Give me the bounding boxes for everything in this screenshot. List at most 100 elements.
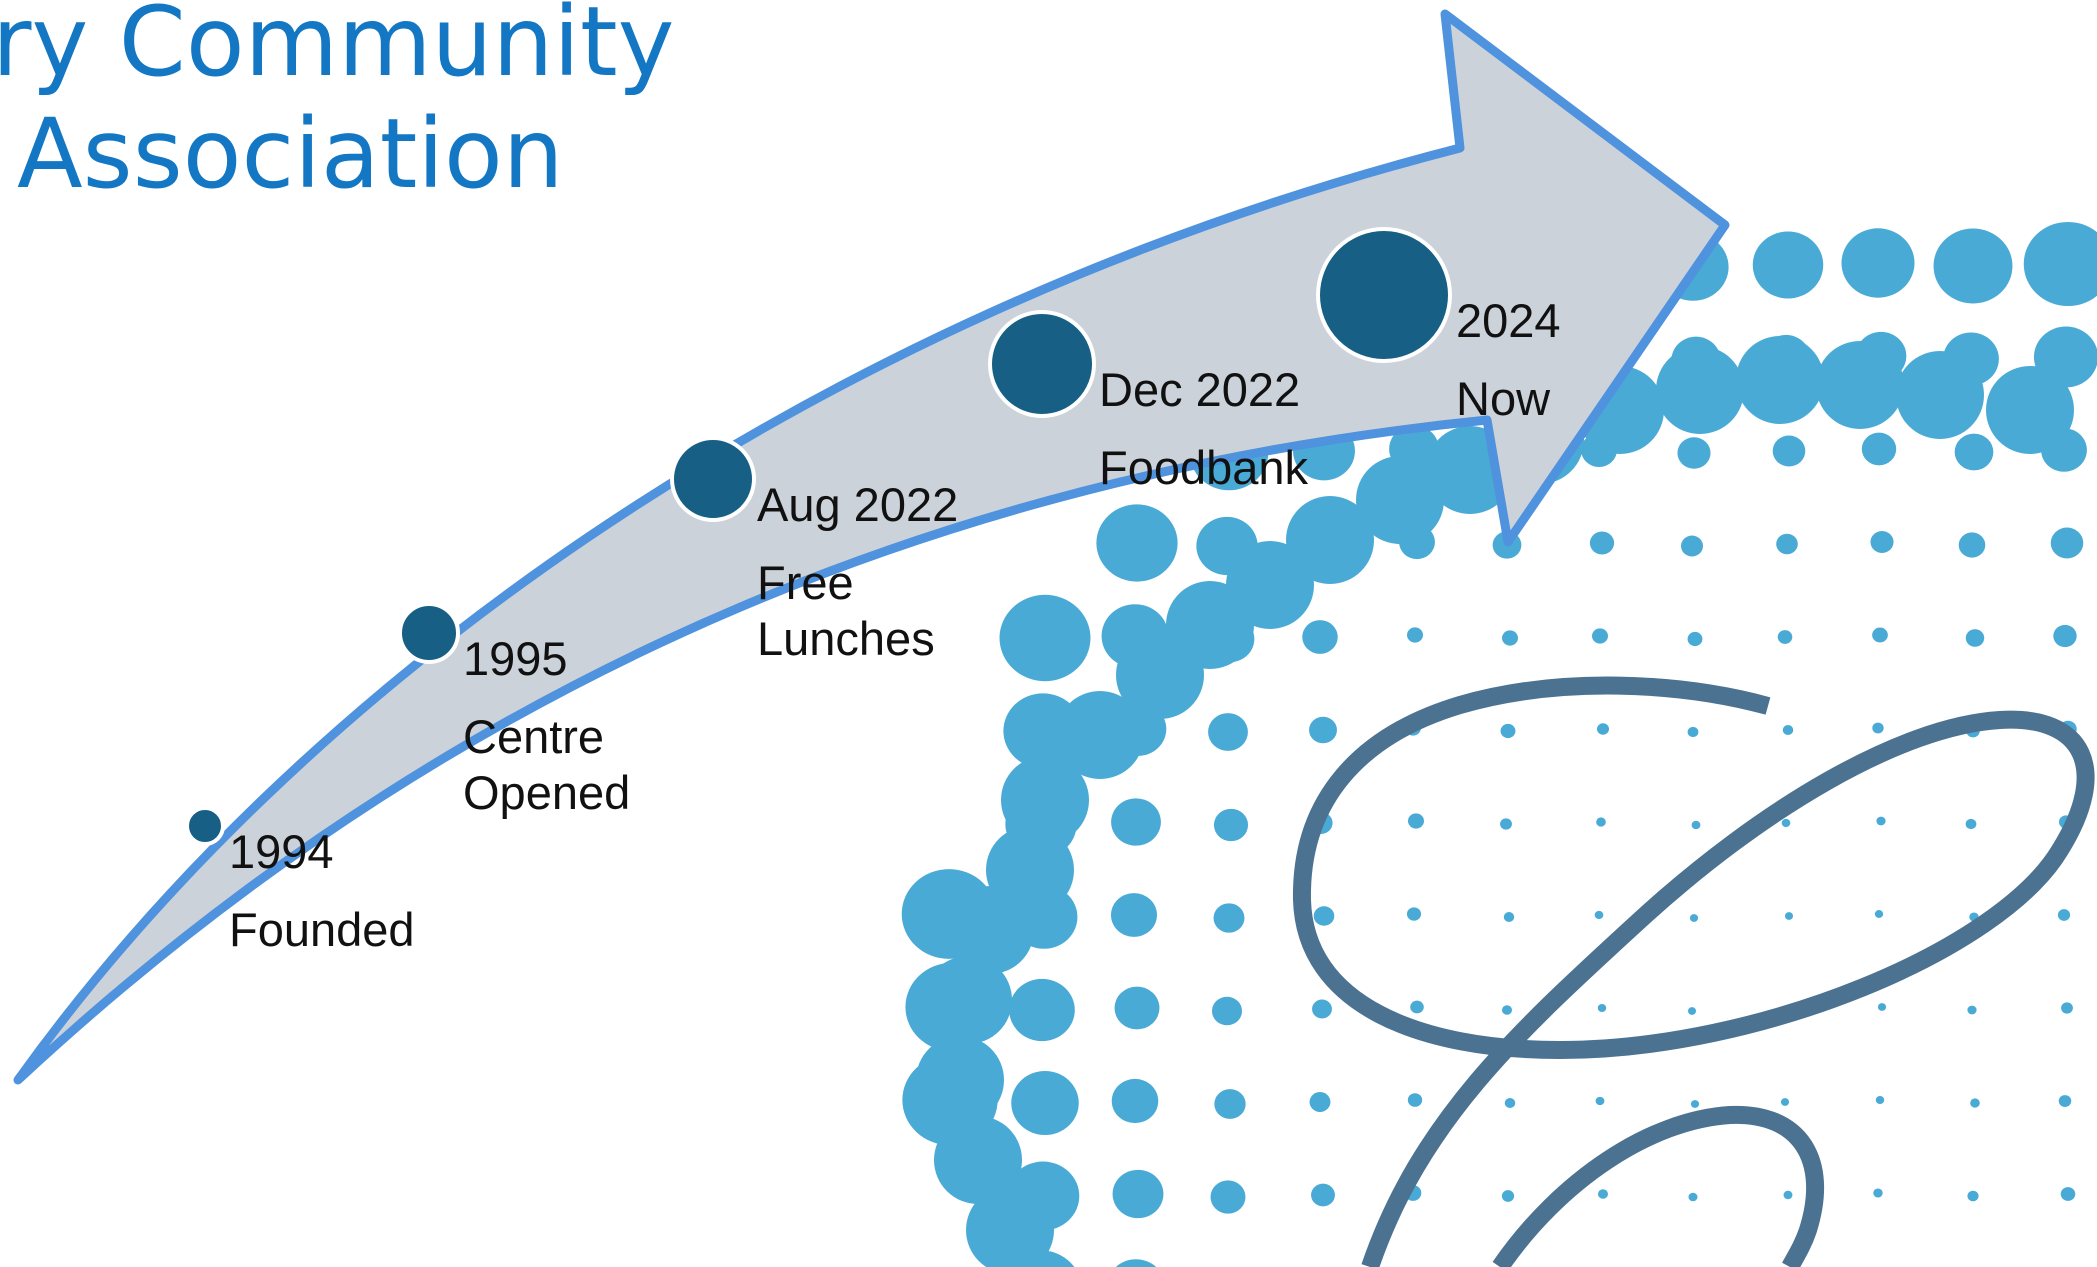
- title-line-2: Association: [17, 98, 564, 210]
- logo-dot: [1681, 535, 1703, 557]
- milestone-dot: [398, 602, 460, 664]
- logo-dot: [1410, 1000, 1424, 1014]
- logo-dot: [1408, 813, 1424, 829]
- logo-dot: [1500, 818, 1512, 830]
- logo-dot: [1784, 912, 1794, 920]
- logo-dot: [1056, 691, 1144, 779]
- logo-dot: [1687, 1007, 1697, 1015]
- logo-dot: [2058, 1095, 2072, 1107]
- logo-dot: [1596, 817, 1606, 827]
- logo-dot: [1208, 713, 1248, 751]
- milestone-label: Lunches: [757, 612, 935, 665]
- logo-dot: [1592, 628, 1608, 644]
- logo-dot: [1286, 496, 1374, 584]
- logo-dot: [2057, 909, 2071, 921]
- logo-dot: [1407, 627, 1423, 643]
- logo-dot: [1309, 1092, 1331, 1112]
- milestone-year: 1994: [229, 825, 334, 878]
- logo-dot: [1111, 1078, 1159, 1124]
- logo-dot: [1781, 818, 1791, 828]
- logo-dot: [1776, 533, 1798, 555]
- logo-dot: [2053, 624, 2077, 648]
- logo-dot: [1783, 1190, 1793, 1200]
- logo-dot: [1986, 366, 2074, 454]
- logo-dot: [1311, 1183, 1335, 1207]
- logo-dot: [1872, 627, 1888, 643]
- logo-dot: [934, 1116, 1022, 1204]
- logo-dot: [1214, 1089, 1246, 1119]
- logo-dot: [1967, 1190, 1979, 1202]
- logo-dot: [1312, 999, 1332, 1019]
- logo-dot: [1503, 912, 1515, 922]
- milestone-label: Opened: [463, 766, 630, 819]
- milestone-label: Centre: [463, 710, 604, 763]
- logo-dot: [1965, 818, 1977, 830]
- logo-dot: [1302, 620, 1338, 654]
- logo-dot: [1114, 986, 1160, 1030]
- logo-dot: [1689, 914, 1699, 922]
- logo-dot: [1874, 910, 1884, 918]
- logo-dot: [1841, 228, 1915, 298]
- logo-dot: [2060, 1187, 2076, 1201]
- logo-dot: [1594, 910, 1604, 920]
- milestone-dot: [185, 806, 225, 846]
- logo-dot: [1777, 630, 1793, 644]
- logo-dot: [2050, 527, 2084, 559]
- title-line-1: ry Community: [0, 0, 675, 98]
- logo-dot: [1782, 724, 1794, 736]
- logo-dot: [1656, 346, 1744, 434]
- logo-dot: [1597, 1189, 1609, 1199]
- logo-dot: [1875, 1095, 1885, 1105]
- logo-dot: [1687, 631, 1703, 647]
- logo-dot: [1872, 722, 1884, 734]
- logo-dot: [1877, 1003, 1887, 1011]
- logo-dot: [1500, 723, 1516, 739]
- logo-dot: [1213, 808, 1249, 842]
- timeline-arrow: [13, 9, 1730, 1085]
- logo-dot: [1309, 716, 1337, 744]
- milestone-dot: [988, 310, 1096, 418]
- logo-dot: [1873, 1188, 1883, 1198]
- logo-dot: [1356, 456, 1444, 544]
- logo-dot: [2023, 221, 2097, 307]
- logo-dot: [1965, 629, 1985, 647]
- logo-dot: [1001, 756, 1089, 844]
- logo-dot: [1596, 723, 1610, 735]
- logo-dot: [916, 1036, 1004, 1124]
- milestone-label: Free: [757, 556, 854, 609]
- logo-dot: [1870, 531, 1894, 553]
- logo-dot: [1009, 978, 1075, 1042]
- logo-dot: [1752, 231, 1824, 299]
- milestone-dot: [1316, 227, 1452, 363]
- logo-dot: [1691, 820, 1701, 830]
- logo-dot: [1933, 228, 2013, 304]
- logo-dot: [1407, 1093, 1423, 1107]
- milestone-label: Foodbank: [1099, 441, 1309, 494]
- logo-dot: [1226, 541, 1314, 629]
- logo-dot: [1954, 433, 1994, 471]
- logo-dot: [1501, 1190, 1515, 1202]
- logo-dot: [1597, 1003, 1607, 1013]
- logo-dot: [1690, 1100, 1700, 1108]
- logo-dot: [1970, 1098, 1980, 1108]
- timeline-arrow-shape: [13, 9, 1730, 1085]
- logo-dot: [1958, 532, 1986, 558]
- logo-dot: [1861, 432, 1897, 466]
- milestone-dot: [670, 436, 756, 522]
- logo-dot: [1504, 1097, 1516, 1109]
- logo-dot: [1501, 1005, 1513, 1015]
- logo-dot: [1876, 816, 1886, 826]
- logo-dot: [1502, 630, 1518, 646]
- logo-dot: [1896, 351, 1984, 439]
- milestone-year: Dec 2022: [1099, 363, 1300, 416]
- logo-dot: [1313, 906, 1335, 926]
- logo-dot: [1688, 1192, 1698, 1202]
- milestone-label: Founded: [229, 903, 415, 956]
- logo-dot: [924, 956, 1012, 1044]
